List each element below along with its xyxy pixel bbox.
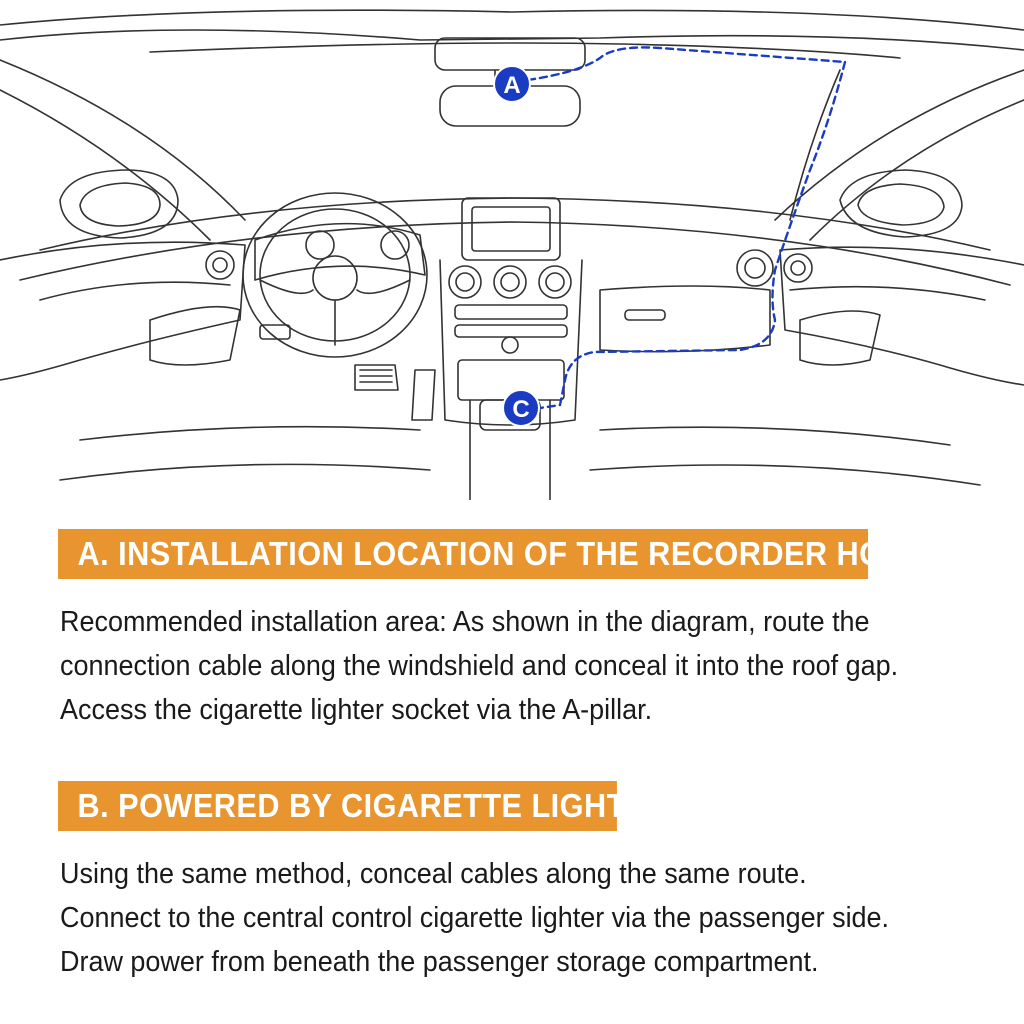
center-vent-2: [493, 265, 527, 299]
steering-wheel: [242, 192, 428, 358]
section-a-line-3: Access the cigarette lighter socket via …: [60, 694, 653, 726]
section-b-heading: B. POWERED BY CIGARETTE LIGHTER: [58, 781, 669, 831]
section-b-line-1: Using the same method, conceal cables al…: [60, 858, 807, 890]
infotainment-screen: [461, 197, 561, 261]
instrument-cluster: [254, 222, 426, 281]
section-a-heading: A. INSTALLATION LOCATION OF THE RECORDER…: [58, 529, 923, 579]
section-a-line-2: connection cable along the windshield an…: [60, 650, 899, 682]
center-vent-3: [538, 265, 572, 299]
center-vent-1: [448, 265, 482, 299]
left-door-panel: [0, 241, 246, 381]
brake-pedal: [354, 364, 399, 391]
car-interior-diagram: A C: [0, 9, 1024, 500]
section-a-paragraph: Recommended installation area: As shown …: [60, 600, 898, 732]
windshield-frame: [0, 29, 1024, 51]
windshield-top-edge: [149, 42, 901, 59]
section-b-paragraph: Using the same method, conceal cables al…: [60, 852, 889, 984]
svg-text:A: A: [503, 72, 520, 99]
center-console: [439, 259, 583, 426]
right-vent: [736, 249, 774, 287]
cable-route-a-pillar: [538, 60, 847, 410]
right-a-pillar: [774, 69, 1024, 221]
marker-a: A: [493, 65, 531, 103]
right-side-mirror: [839, 169, 963, 238]
svg-text:C: C: [512, 396, 529, 423]
section-b-line-3: Draw power from beneath the passenger st…: [60, 946, 819, 978]
section-a-line-1: Recommended installation area: As shown …: [60, 606, 870, 638]
section-a-title: A. INSTALLATION LOCATION OF THE RECORDER…: [77, 535, 924, 572]
section-b-title: B. POWERED BY CIGARETTE LIGHTER: [77, 787, 670, 824]
section-b-line-2: Connect to the central control cigarette…: [60, 902, 890, 934]
left-a-pillar: [0, 59, 246, 221]
roof-interior: [0, 9, 1024, 31]
marker-c: C: [502, 389, 540, 427]
cable-route-roof: [526, 46, 847, 82]
right-door-panel: [779, 246, 1024, 386]
left-side-mirror: [59, 169, 179, 239]
